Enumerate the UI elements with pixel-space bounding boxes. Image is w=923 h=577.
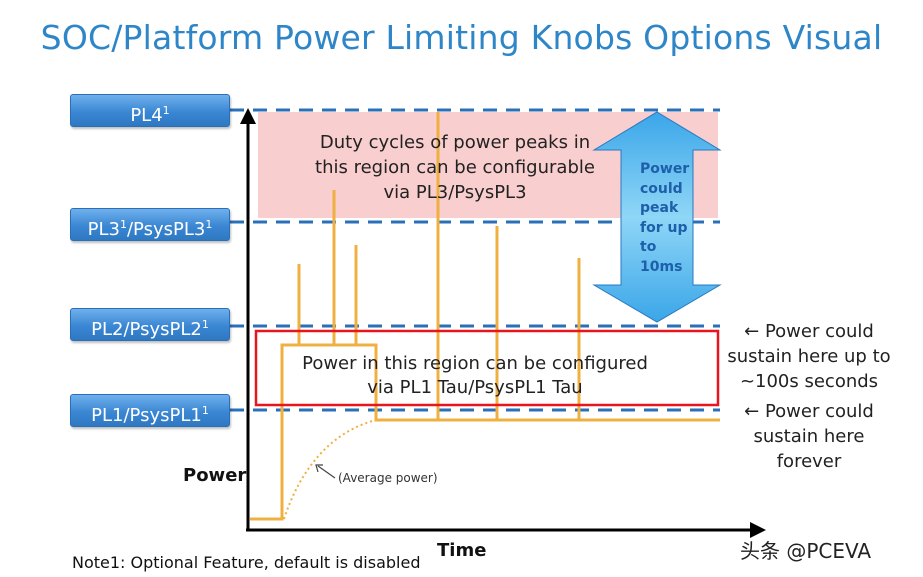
duty-region-text: Duty cycles of power peaks in this regio… [315,132,595,203]
footnote: Note1: Optional Feature, default is disa… [72,553,421,572]
sustain-100s-text: ← Power could sustain here up to ~100s s… [727,321,891,392]
pl4-label: PL41 [70,94,230,127]
average-power-curve [283,419,377,520]
peak-double-arrow [592,111,722,323]
pl3-label: PL31/PsysPL31 [70,208,230,241]
tau-region-text: Power in this region can be configured v… [302,353,648,398]
pl2-label: PL2/PsysPL21 [70,308,230,341]
sustain-forever-text: ← Power could sustain here forever [744,401,874,472]
page-title: SOC/Platform Power Limiting Knobs Option… [40,18,883,57]
average-power-label: (Average power) [338,471,438,485]
pl1-label: PL1/PsysPL11 [70,394,230,427]
watermark: 头条 @PCEVA [740,539,872,563]
y-axis-arrowhead [240,108,256,124]
tau-region [254,329,720,407]
avg-pointer-line [317,465,336,479]
avg-pointer-head [315,464,323,473]
x-axis-arrowhead [750,522,766,538]
peak-arrow-text: Power could peak for up to 10ms [640,161,690,275]
x-axis-label: Time [437,540,487,561]
y-axis-label: Power [183,465,247,486]
power-trace [250,112,720,521]
